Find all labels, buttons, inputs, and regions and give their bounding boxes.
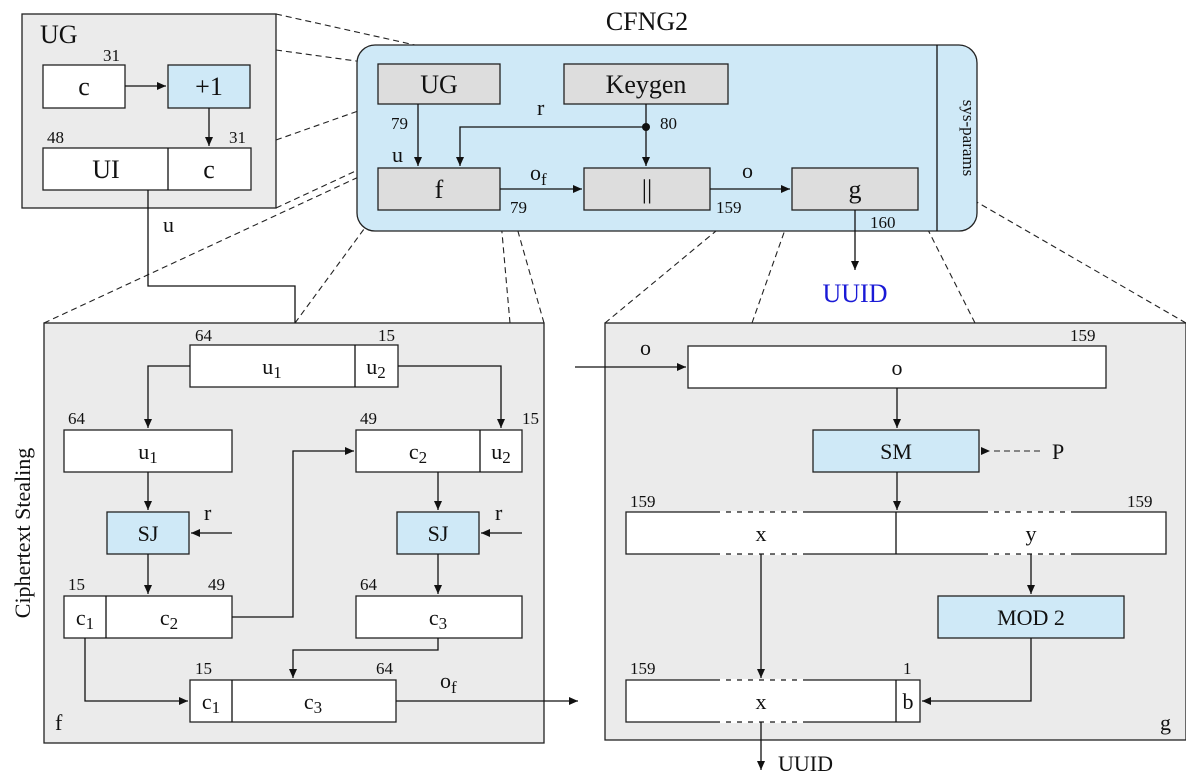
n1: 1 [903,659,912,678]
n64d: 64 [376,659,394,678]
bits-c2: 31 [229,128,246,147]
c-label: c [203,155,215,184]
r2-label: r [495,500,503,525]
c1-c3-box [189,679,397,723]
bits-ui: 48 [47,128,64,147]
x-label: x [756,521,767,546]
r-label: r [537,95,545,120]
sys-params-label: sys-params [959,100,978,176]
c1-label: c1 [76,605,94,633]
u1b-label: u1 [138,439,158,467]
o-label: o [742,158,753,183]
o-box-label: o [892,355,903,380]
y-label: y [1026,521,1037,546]
mod2-box [937,595,1125,639]
counter-label: c [78,72,90,101]
u-output-label: u [163,212,174,237]
keygen-label: Keygen [606,70,687,99]
f-block-label: f [435,175,444,204]
f-panel-label: f [55,710,63,735]
concat-label: || [642,175,652,204]
uuid-output-label: UUID [823,279,888,308]
n160: 160 [870,213,896,232]
o-box [687,345,1107,389]
c2-u2-box [355,429,523,473]
u1-label: u1 [262,354,282,382]
n80: 80 [660,114,677,133]
cfng2-title: CFNG2 [606,7,688,36]
n64c: 64 [360,575,378,594]
g-panel-label: g [1160,710,1171,735]
counter-box [42,64,126,109]
n159: 159 [716,198,742,217]
n15a: 15 [378,326,395,345]
g-panel: g 159 o SM P 159 159 x y MOD 2 159 1 x b [604,322,1186,741]
uuid-label: UUID [778,751,833,776]
x2-label: x [756,689,767,714]
n49a: 49 [360,409,377,428]
n64b: 64 [68,409,86,428]
of-label: of [530,160,547,189]
n15d: 15 [195,659,212,678]
mod2-label: MOD 2 [997,605,1065,630]
ug-panel-title: UG [40,20,78,49]
r1-label: r [204,500,212,525]
of-output-label: of [440,668,457,697]
b-label: b [903,689,914,714]
concat-block [583,167,711,211]
c2-label: c2 [409,439,427,467]
u1-box [63,429,233,473]
sm-box [812,429,980,473]
p-label: P [1052,439,1064,464]
cfng2-block: CFNG2 sys-params UG Keygen r 79 80 u f |… [356,7,978,308]
u2-label: u2 [366,354,386,382]
increment-box [167,64,251,109]
sj2-label: SJ [428,521,449,546]
n159c: 159 [1127,492,1153,511]
f-block [377,167,501,211]
ug-block [377,63,501,105]
ciphertext-stealing-label: Ciphertext Stealing [10,448,35,618]
n15c: 15 [68,575,85,594]
g-block-label: g [849,175,862,204]
increment-label: +1 [195,72,223,101]
f-panel: Ciphertext Stealing f 64 15 u1 u2 64 u1 … [10,322,545,744]
g-block [791,167,919,211]
ui-label: UI [92,155,119,184]
ug-panel: UG 31 c +1 48 31 UI c u [21,13,277,237]
n49b: 49 [208,575,225,594]
sm-label: SM [880,439,912,464]
u1-u2-box [189,344,399,388]
ug-block-label: UG [420,70,458,99]
o-input-label: o [640,335,651,360]
ui-c-box [42,147,252,191]
n15b: 15 [522,409,539,428]
u2b-label: u2 [491,439,511,467]
n64a: 64 [195,326,213,345]
n159b: 159 [630,492,656,511]
u-label: u [392,142,403,167]
sj-box-2 [396,511,480,555]
x-b-box [625,679,921,723]
c2b-label: c2 [160,605,178,633]
c1-c2-box [63,595,233,639]
c3b-label: c3 [304,689,322,717]
n79b: 79 [510,198,527,217]
c3-label: c3 [429,605,447,633]
sj1-label: SJ [138,521,159,546]
n159a: 159 [1070,326,1096,345]
c1b-label: c1 [202,689,220,717]
c3-box [355,595,523,639]
bits-c: 31 [103,46,120,65]
n159d: 159 [630,659,656,678]
n79a: 79 [391,114,408,133]
